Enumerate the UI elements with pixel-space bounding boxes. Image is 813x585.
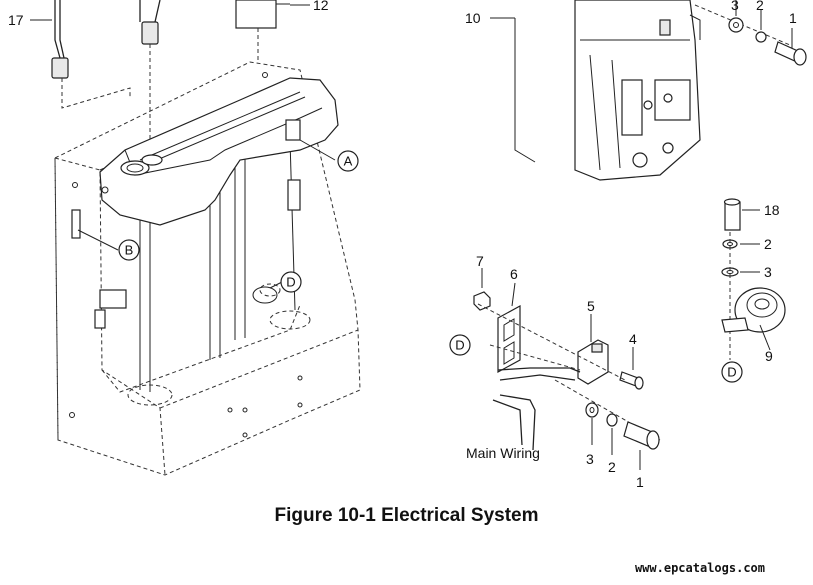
label-part-1-top: 1 bbox=[789, 10, 797, 26]
label-part-3-horn: 3 bbox=[764, 264, 772, 280]
part-12-box bbox=[235, 0, 290, 60]
label-main-wiring: Main Wiring bbox=[466, 445, 540, 461]
label-part-2-top: 2 bbox=[756, 0, 764, 13]
fasteners-top bbox=[694, 0, 807, 66]
label-part-12: 12 bbox=[313, 0, 329, 13]
label-part-3-top: 3 bbox=[731, 0, 739, 13]
label-part-6: 6 bbox=[510, 266, 518, 282]
svg-text:B: B bbox=[125, 243, 134, 258]
label-part-2-horn: 2 bbox=[764, 236, 772, 252]
svg-text:D: D bbox=[727, 365, 736, 380]
svg-text:D: D bbox=[286, 275, 295, 290]
switch-assembly bbox=[473, 268, 661, 470]
callout-b: B bbox=[118, 239, 140, 261]
connector-upper bbox=[139, 0, 161, 140]
svg-text:A: A bbox=[344, 154, 353, 169]
callout-d-frame: D bbox=[280, 271, 302, 293]
callout-d-switch: D bbox=[449, 334, 471, 356]
label-part-17: 17 bbox=[8, 12, 24, 28]
label-part-3-bottom: 3 bbox=[586, 451, 594, 467]
label-part-1-bottom: 1 bbox=[636, 474, 644, 490]
label-part-4: 4 bbox=[629, 331, 637, 347]
label-part-2-bottom: 2 bbox=[608, 459, 616, 475]
horn-assembly bbox=[721, 198, 786, 360]
svg-text:D: D bbox=[455, 338, 464, 353]
controller-10 bbox=[490, 0, 701, 181]
watermark-text: www.epcatalogs.com bbox=[634, 561, 765, 575]
chassis-frame bbox=[54, 61, 361, 476]
figure-caption: Figure 10-1 Electrical System bbox=[274, 505, 539, 526]
label-part-9: 9 bbox=[765, 348, 773, 364]
callout-d-horn: D bbox=[721, 361, 743, 383]
callout-a: A bbox=[337, 150, 359, 172]
label-part-10: 10 bbox=[465, 10, 481, 26]
label-part-5: 5 bbox=[587, 298, 595, 314]
label-part-18: 18 bbox=[764, 202, 780, 218]
label-part-7: 7 bbox=[476, 253, 484, 269]
connector-17 bbox=[51, 0, 131, 109]
